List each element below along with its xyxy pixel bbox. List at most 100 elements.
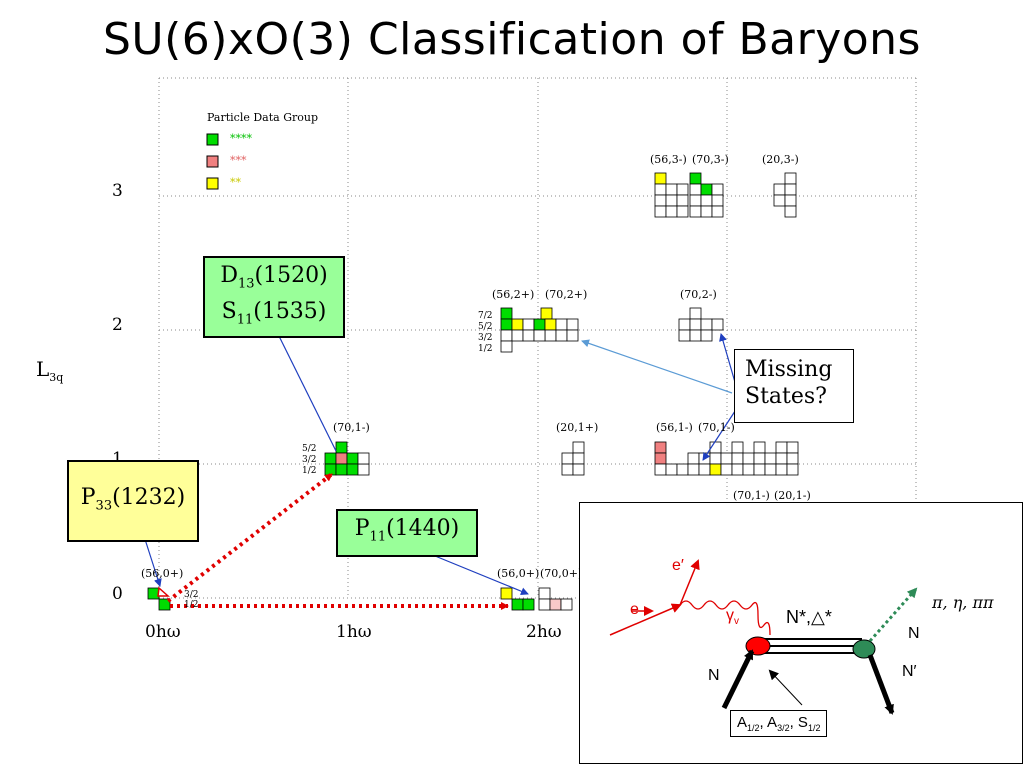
m20-1p-cell-1	[561, 452, 574, 465]
m3-left-cell-15	[711, 183, 724, 196]
multiplet-70-2p: (70,2+)	[545, 288, 588, 301]
spin-l2-1-2: 1/2	[478, 344, 493, 354]
y-tick-3: 3	[112, 181, 123, 201]
amp-a3-sub: 3/2	[777, 723, 790, 733]
y-tick-0: 0	[112, 584, 123, 604]
amp-a3: A	[767, 714, 778, 731]
p11-name: P	[354, 516, 370, 541]
m3-left-cell-17	[689, 205, 702, 218]
m1-right-cell-8	[698, 463, 711, 476]
m1-right-cell-4	[676, 463, 689, 476]
m1-right-cell-26	[775, 463, 788, 476]
m3-left-cell-5	[676, 183, 689, 196]
spin-l1-1-2: 1/2	[302, 466, 317, 476]
m1-right-cell-6	[687, 463, 700, 476]
m1-right-cell-3	[665, 463, 678, 476]
m2-left-cell-12	[555, 318, 568, 331]
decay-vertex	[852, 639, 876, 659]
m70-1a-cell-8	[357, 452, 370, 465]
amplitude-pointer	[768, 669, 803, 706]
p11-box: P11(1440)	[336, 509, 478, 557]
multiplet-56-2: (56,2+)	[492, 288, 535, 301]
m3-left-cell-1	[654, 183, 667, 196]
spin-l1-3-2: 3/2	[302, 455, 317, 465]
m1-right-cell-13	[720, 463, 733, 476]
amp-s-sub: 1/2	[807, 723, 821, 733]
multiplet-20-1m: (20,1-)	[774, 489, 811, 502]
m70-0-cell-0	[538, 587, 551, 600]
gamma-symbol: γ	[726, 607, 734, 624]
legend-label-4star: ****	[230, 132, 252, 145]
m1-right-cell-23	[764, 463, 777, 476]
spin-l1-5-2: 5/2	[302, 444, 317, 454]
spin-l2-3-2: 3/2	[478, 333, 493, 343]
final-state-label: π, η, ππ	[932, 593, 994, 612]
multiplet-56-1m: (56,1-)	[656, 421, 693, 434]
m1-right-cell-17	[742, 452, 755, 465]
p33-box: P33(1232)	[67, 460, 199, 542]
spin-l0-3-2: 3/2	[184, 590, 199, 600]
m1-right-cell-16	[731, 463, 744, 476]
p33-mass: (1232)	[112, 485, 186, 510]
m70-1a-cell-6	[346, 463, 359, 476]
m56-0-2-cell-1	[511, 598, 524, 611]
p11-label: P11(1440)	[346, 515, 468, 551]
p11-mass: (1440)	[386, 516, 460, 541]
m1-right-cell-11	[709, 463, 722, 476]
m2-left-cell-6	[522, 329, 535, 342]
d13-connector	[274, 327, 337, 452]
m2-left-cell-9	[540, 307, 553, 320]
d13-name: D	[220, 263, 238, 288]
m2-left-cell-11	[544, 329, 557, 342]
m1-right-cell-2	[654, 463, 667, 476]
d13-sub: 13	[237, 276, 255, 292]
m56-0-2-cell-2	[522, 598, 535, 611]
m70-1a-cell-2	[335, 452, 348, 465]
missing-arrow-1	[581, 339, 733, 394]
multiplet-70-1-b: (70,1-)	[698, 421, 735, 434]
amp-s: S	[797, 714, 808, 731]
m70-1a-cell-0	[335, 441, 348, 454]
m3-left-cell-16	[711, 194, 724, 207]
m1-right-cell-25	[775, 452, 788, 465]
m1-right-cell-15	[731, 452, 744, 465]
m20-3-cell-0	[784, 172, 797, 185]
multiplet-70-1-c: (70,1-)	[733, 489, 770, 502]
m70-1a-cell-4	[324, 463, 337, 476]
m56-0-cell-0	[147, 587, 160, 600]
s11-mass: (1535)	[253, 299, 327, 325]
n-prime-label: N′	[902, 663, 917, 680]
gamma-sub: v	[734, 616, 739, 628]
spin-l2-5-2: 5/2	[478, 322, 493, 332]
m1-right-cell-0	[654, 441, 667, 454]
m2-left-cell-7	[500, 340, 513, 353]
m20-1p-cell-4	[572, 463, 585, 476]
d13-s11-box: D13(1520) S11(1535)	[203, 256, 345, 338]
m2-left-cell-14	[566, 318, 579, 331]
m2-left-cell-1	[500, 318, 513, 331]
amp-a1: A	[737, 714, 748, 731]
m56-0-2-cell-0	[500, 587, 513, 600]
e-label: e	[630, 601, 639, 618]
m3-left-cell-0	[654, 172, 667, 185]
m3-left-cell-18	[700, 205, 713, 218]
m1-right-cell-18	[742, 463, 755, 476]
d13-label: D13(1520)	[213, 262, 335, 298]
m3-left-cell-7	[654, 205, 667, 218]
m70-2m-cell-4	[678, 329, 691, 342]
m70-2m-cell-2	[689, 318, 702, 331]
amp-a1-sub: 1/2	[747, 723, 760, 733]
s11-label: S11(1535)	[213, 298, 335, 334]
n-out-label: N	[908, 625, 920, 642]
gamma-label: γv	[726, 607, 739, 627]
m20-3-cell-4	[784, 194, 797, 207]
m1-right-cell-22	[764, 452, 777, 465]
m1-right-cell-1	[654, 452, 667, 465]
m70-2m-cell-5	[689, 329, 702, 342]
m1-right-cell-12	[720, 452, 733, 465]
p33-name: P	[80, 485, 96, 510]
electroproduction-inset: e′ e γv N*,△* π, η, ππ N N N′ A1/2, A3/2…	[579, 502, 1023, 764]
m20-3-cell-2	[784, 183, 797, 196]
legend-swatch-0	[206, 133, 219, 146]
